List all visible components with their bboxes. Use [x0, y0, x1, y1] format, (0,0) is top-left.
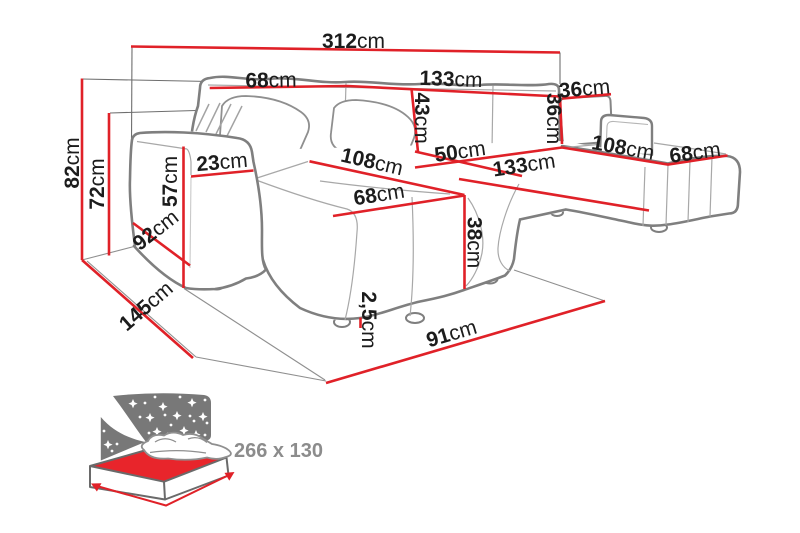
svg-text:23cm: 23cm [195, 149, 248, 176]
svg-text:57cm: 57cm [159, 156, 182, 207]
svg-text:68cm: 68cm [245, 69, 297, 93]
svg-text:36cm: 36cm [542, 93, 565, 144]
svg-text:68cm: 68cm [352, 180, 406, 211]
svg-text:266 x 130: 266 x 130 [234, 440, 323, 462]
svg-text:72cm: 72cm [86, 158, 109, 209]
svg-text:82cm: 82cm [61, 137, 84, 188]
svg-text:36cm: 36cm [558, 75, 611, 102]
svg-text:2,5cm: 2,5cm [357, 291, 380, 348]
svg-text:50cm: 50cm [433, 137, 487, 167]
svg-text:68cm: 68cm [668, 138, 722, 168]
svg-text:133cm: 133cm [419, 67, 483, 92]
svg-text:312cm: 312cm [322, 30, 385, 53]
svg-text:38cm: 38cm [463, 217, 486, 268]
svg-text:43cm: 43cm [410, 92, 433, 143]
svg-text:133cm: 133cm [491, 149, 557, 181]
